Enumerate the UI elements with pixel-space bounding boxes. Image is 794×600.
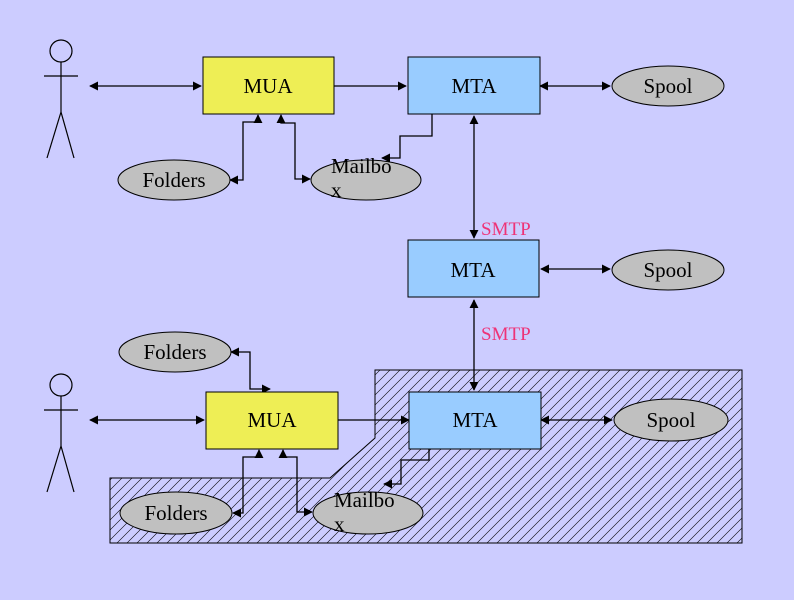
spool-ellipse-bottom: Spool — [613, 398, 729, 442]
arrow-folders-mua-bottom-lower — [232, 449, 264, 518]
folders-ellipse-top: Folders — [117, 159, 231, 201]
spool-ellipse-middle: Spool — [611, 249, 725, 291]
folders-ellipse-bottom-lower: Folders — [119, 491, 233, 535]
arrow-mta-mailbox-top — [381, 114, 433, 163]
spool-label-middle: Spool — [643, 258, 692, 282]
mua-label-top: MUA — [243, 74, 293, 98]
user-figure-bottom — [44, 373, 78, 493]
hatched-domain-region — [109, 369, 743, 544]
smtp-label-top: SMTP — [481, 219, 531, 240]
mua-box-top: MUA — [202, 56, 335, 115]
arrow-folders-mua-bottom-upper — [230, 347, 271, 394]
mta-label-bottom: MTA — [453, 408, 499, 432]
mailbox-ellipse-bottom: Mailbo x — [312, 488, 424, 536]
smtp-label-middle: SMTP — [481, 324, 531, 345]
spool-ellipse-top: Spool — [611, 65, 725, 107]
user-figure-top — [44, 39, 78, 159]
spool-label-bottom: Spool — [646, 408, 695, 432]
mta-box-top: MTA — [407, 56, 541, 115]
mailbox-label-bottom-line1: Mailbo — [334, 488, 395, 512]
folders-label-bottom-upper: Folders — [144, 340, 207, 364]
spool-label-top: Spool — [643, 74, 692, 98]
mailbox-label-top-line1: Mailbo — [331, 154, 392, 178]
mta-box-middle: MTA — [407, 239, 540, 298]
arrow-mua-mailbox-bottom — [278, 449, 313, 517]
mua-label-bottom: MUA — [247, 408, 297, 432]
mta-box-bottom: MTA — [408, 391, 542, 450]
mailbox-label-bottom-line2: x — [334, 512, 345, 536]
mailbox-ellipse-top: Mailbo x — [310, 154, 422, 202]
arrow-mua-mailbox-top — [276, 114, 311, 184]
arrow-folders-mua-top — [229, 114, 263, 185]
mta-label-top: MTA — [452, 74, 498, 98]
folders-label-bottom-lower: Folders — [145, 501, 208, 525]
mua-box-bottom: MUA — [205, 391, 339, 450]
folders-label-top: Folders — [143, 168, 206, 192]
arrow-mta-mailbox-bottom — [383, 449, 430, 489]
mta-label-middle: MTA — [451, 258, 497, 282]
mailbox-label-top-line2: x — [331, 178, 342, 202]
folders-ellipse-bottom-upper: Folders — [118, 331, 232, 373]
